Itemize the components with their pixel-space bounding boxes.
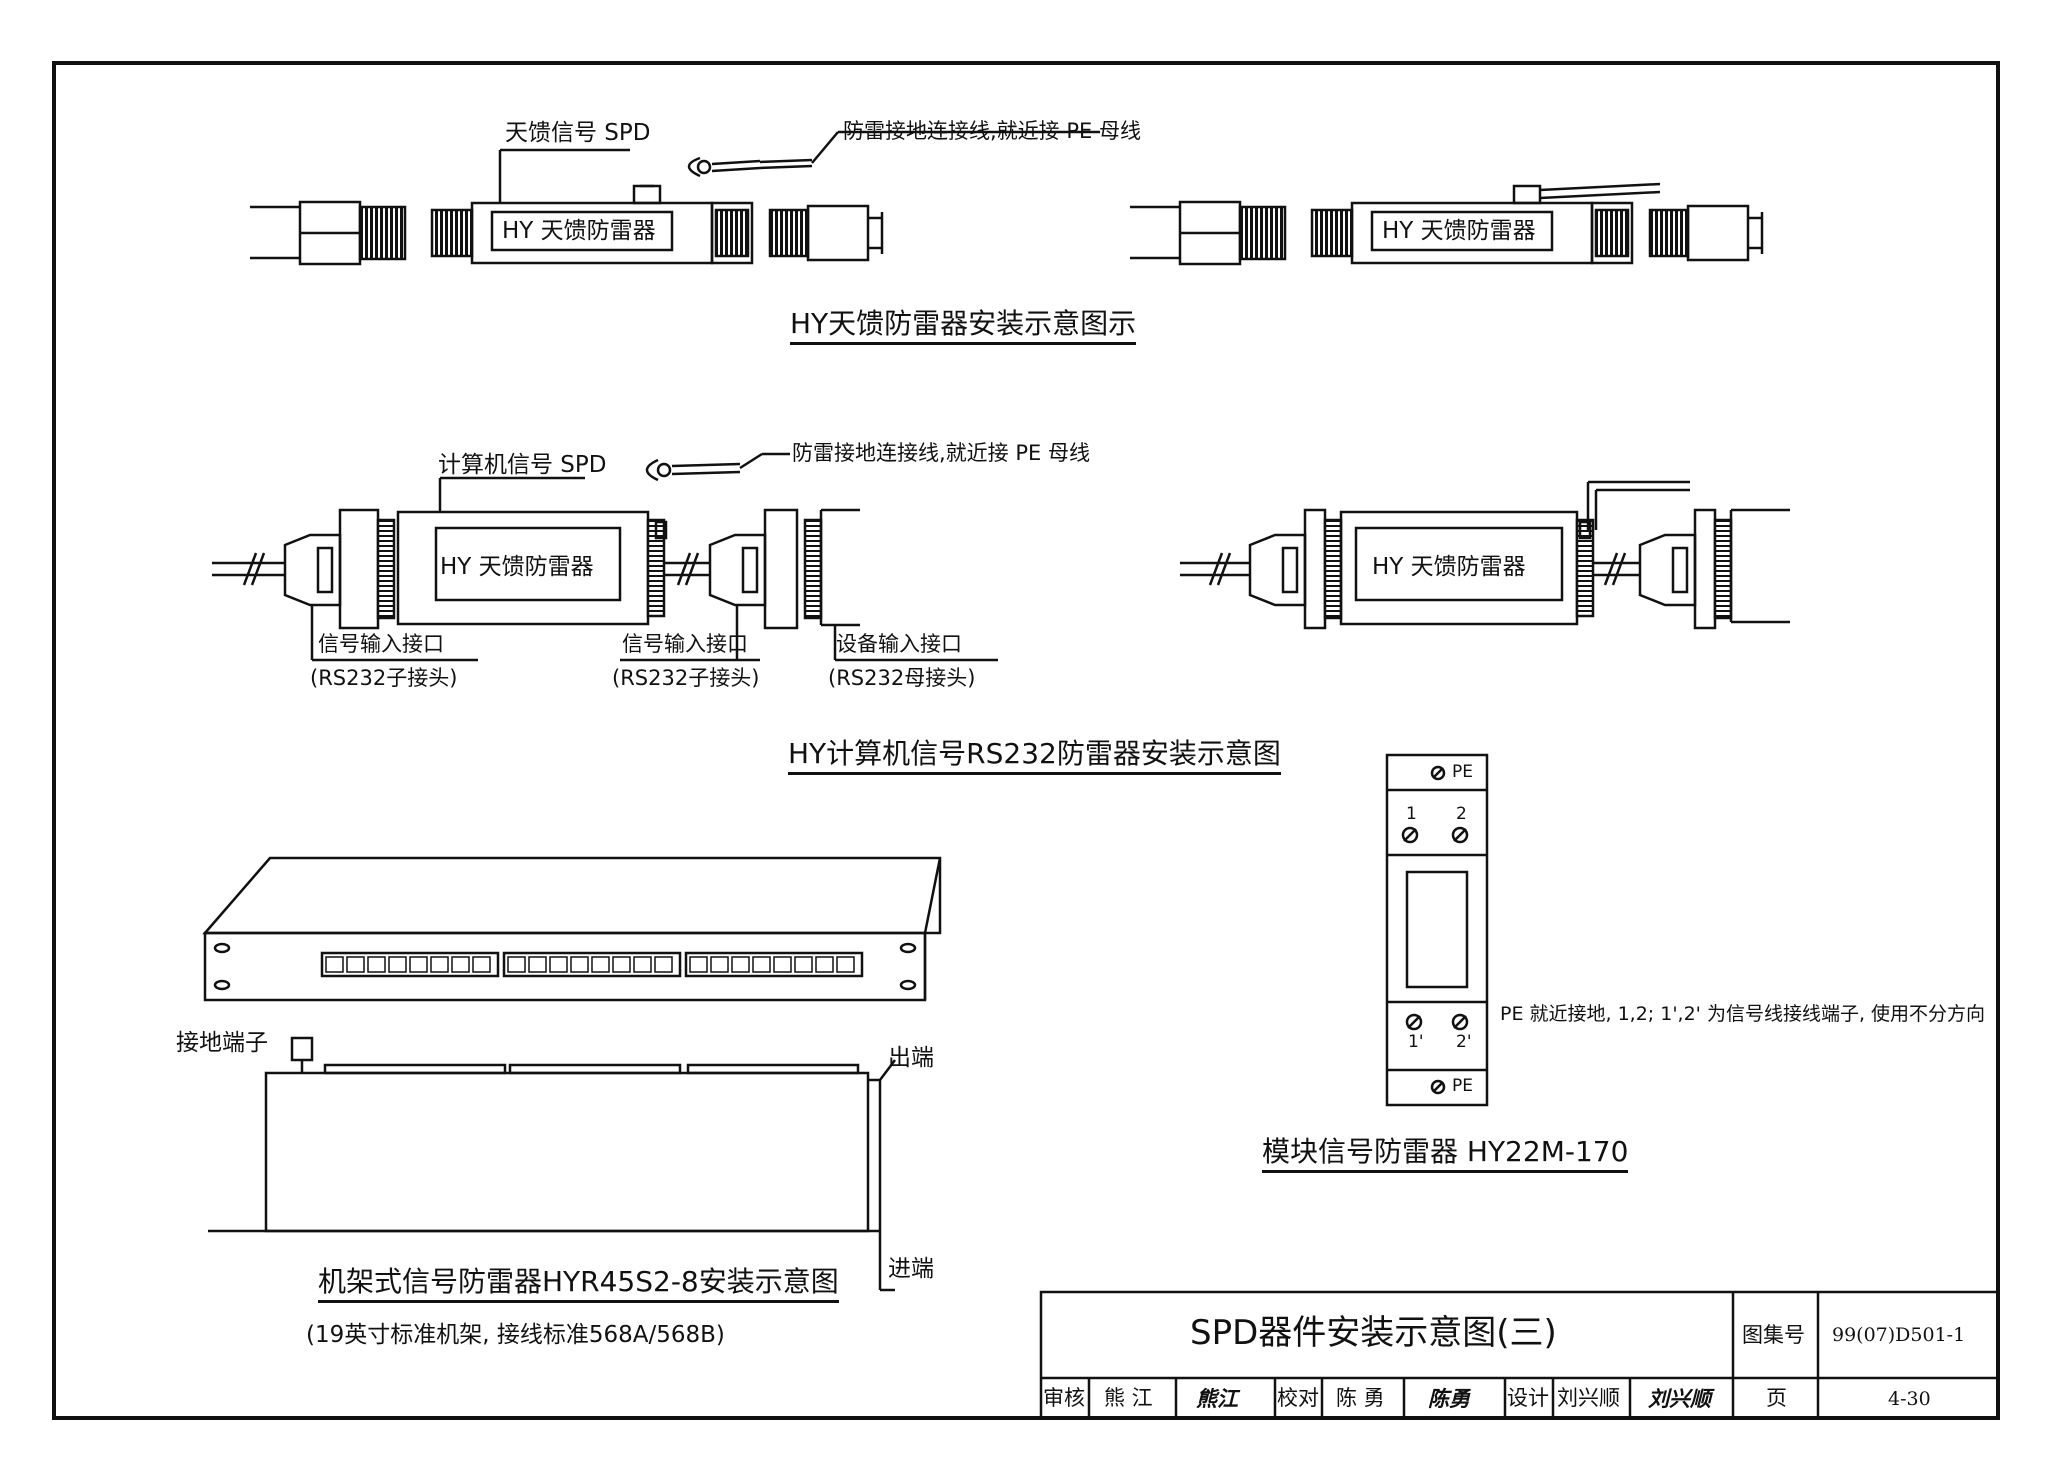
- rs232-caption: HY计算机信号RS232防雷器安装示意图: [788, 740, 1281, 775]
- rs232-assembly-right: [1180, 480, 1790, 630]
- rack-spd-side: [208, 1036, 896, 1292]
- design-label: 设计: [1507, 1386, 1549, 1410]
- rack-caption: 机架式信号防雷器HYR45S2-8安装示意图: [318, 1268, 839, 1303]
- feeder-device-text-right: HY 天馈防雷器: [1382, 218, 1536, 244]
- module-spd: [1385, 753, 1489, 1107]
- module-terminal-2: 2: [1456, 804, 1467, 824]
- module-terminal-1p: 1': [1408, 1032, 1424, 1052]
- feeder-caption: HY天馈防雷器安装示意图示: [790, 310, 1137, 345]
- port3-label: 设备输入接口: [836, 632, 962, 656]
- module-note: PE 就近接地, 1,2; 1',2' 为信号线接线端子, 使用不分方向: [1500, 1003, 1986, 1025]
- check-label: 校对: [1277, 1386, 1319, 1410]
- port2-label: 信号输入接口: [622, 632, 748, 656]
- rs232-spd-label: 计算机信号 SPD: [438, 452, 607, 478]
- feeder-spd-label: 天馈信号 SPD: [505, 120, 651, 146]
- title-block: [1039, 1290, 2000, 1420]
- feeder-assembly-left: [250, 130, 1100, 266]
- rack-spd-front: [202, 856, 942, 1002]
- page-number: 4-30: [1888, 1388, 1931, 1410]
- module-terminal-2p: 2': [1456, 1032, 1472, 1052]
- reviewer-signature: 熊江: [1196, 1386, 1238, 1411]
- sheet-frame: [52, 61, 2000, 1420]
- checker-name: 陈 勇: [1336, 1386, 1385, 1410]
- rs232-ground-note: 防雷接地连接线,就近接 PE 母线: [792, 441, 1090, 465]
- out-end-label: 出端: [888, 1045, 934, 1071]
- module-pe-top: PE: [1452, 762, 1473, 782]
- module-terminal-1: 1: [1406, 804, 1417, 824]
- reviewer-name: 熊 江: [1104, 1386, 1153, 1410]
- designer-name: 刘兴顺: [1557, 1386, 1620, 1410]
- rack-spd-ports: [325, 956, 855, 973]
- rs232-device-text-right: HY 天馈防雷器: [1372, 554, 1526, 580]
- port2-sub: (RS232子接头): [612, 666, 760, 690]
- page-label: 页: [1766, 1386, 1787, 1410]
- ground-terminal-label: 接地端子: [176, 1030, 268, 1056]
- feeder-assembly-right: [1130, 182, 1764, 266]
- rs232-assembly-left: [212, 452, 998, 662]
- port1-label: 信号输入接口: [318, 632, 444, 656]
- drawing-title: SPD器件安装示意图(三): [1190, 1313, 1557, 1353]
- rack-subcaption: (19英寸标准机架, 接线标准568A/568B): [306, 1322, 725, 1348]
- atlas-number: 99(07)D501-1: [1832, 1324, 1966, 1346]
- in-end-label: 进端: [888, 1256, 934, 1282]
- rs232-device-text-left: HY 天馈防雷器: [440, 554, 594, 580]
- checker-signature: 陈勇: [1428, 1386, 1470, 1411]
- atlas-label: 图集号: [1742, 1323, 1805, 1347]
- feeder-ground-note: 防雷接地连接线,就近接 PE 母线: [843, 119, 1141, 143]
- port1-sub: (RS232子接头): [310, 666, 458, 690]
- module-caption: 模块信号防雷器 HY22M-170: [1262, 1138, 1629, 1173]
- feeder-device-text-left: HY 天馈防雷器: [502, 218, 656, 244]
- module-pe-bottom: PE: [1452, 1076, 1473, 1096]
- review-label: 审核: [1043, 1386, 1085, 1410]
- port3-sub: (RS232母接头): [828, 666, 976, 690]
- designer-signature: 刘兴顺: [1648, 1386, 1711, 1411]
